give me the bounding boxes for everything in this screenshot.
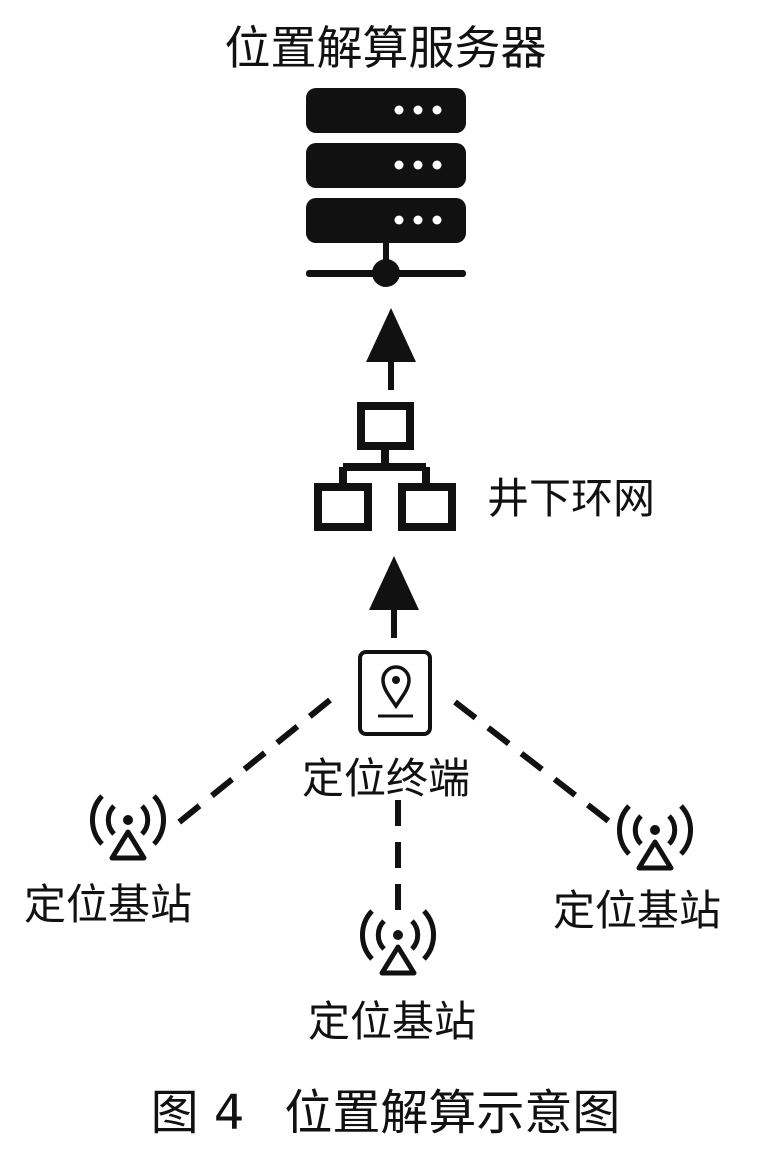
figure-caption-text: 位置解算示意图 [284,1085,621,1141]
terminal-label: 定位终端 [302,754,471,803]
server-label: 位置解算服务器 [224,21,547,75]
figure-caption: 图 4 位置解算示意图 [0,1073,771,1143]
arrow-up-icon [369,556,419,638]
radio-tower-icon [617,804,693,871]
network-label: 井下环网 [487,474,656,523]
base-station-label-left: 定位基站 [24,880,193,929]
base-station-label-right: 定位基站 [553,886,722,935]
base-station-label-bottom: 定位基站 [308,997,477,1046]
location-terminal-icon [358,650,432,736]
server-icon [306,88,466,287]
radio-tower-icon [90,794,166,861]
arrow-up-icon [366,308,416,390]
dashed-connections [170,697,617,910]
network-topology-icon [314,402,456,531]
radio-tower-icon [360,909,436,976]
figure-number: 图 4 [150,1085,245,1141]
